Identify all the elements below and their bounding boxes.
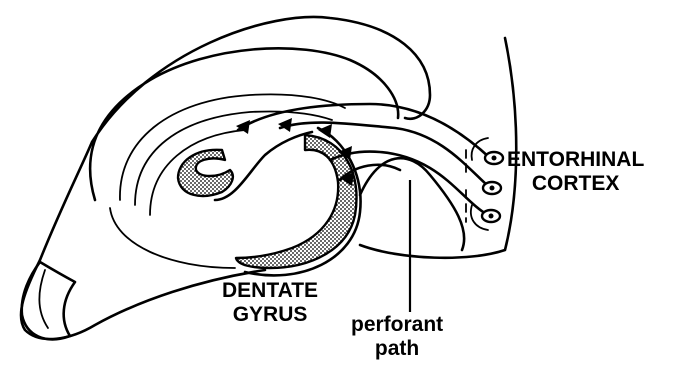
label-dentate-gyrus: DENTATE GYRUS: [222, 279, 318, 326]
neuron-2-nucleus: [490, 186, 495, 191]
arrowhead-3: [318, 124, 332, 138]
fimbria-inner: [39, 270, 48, 328]
label-perforant-line1: perforant: [351, 313, 443, 337]
label-entorhinal-line1: ENTORHINAL: [507, 148, 644, 172]
neuron-3-nucleus: [489, 214, 494, 219]
neuron-1-nucleus: [492, 156, 497, 161]
label-dentate-line1: DENTATE: [222, 279, 318, 303]
arrowhead-1: [236, 120, 250, 134]
arrowhead-2: [278, 118, 292, 132]
label-perforant-line2: path: [351, 337, 443, 361]
label-entorhinal-line2: CORTEX: [507, 172, 644, 196]
ca3-curl: [178, 150, 233, 196]
label-perforant-path: perforant path: [351, 313, 443, 360]
hippocampus-inner-band-4: [110, 208, 235, 268]
perforant-bulge-outline: [360, 158, 464, 250]
label-entorhinal-cortex: ENTORHINAL CORTEX: [507, 148, 644, 195]
dentate-gyrus-band: [236, 135, 357, 268]
entorhinal-cortex-outline: [360, 38, 516, 258]
label-dentate-line2: GYRUS: [222, 303, 318, 327]
